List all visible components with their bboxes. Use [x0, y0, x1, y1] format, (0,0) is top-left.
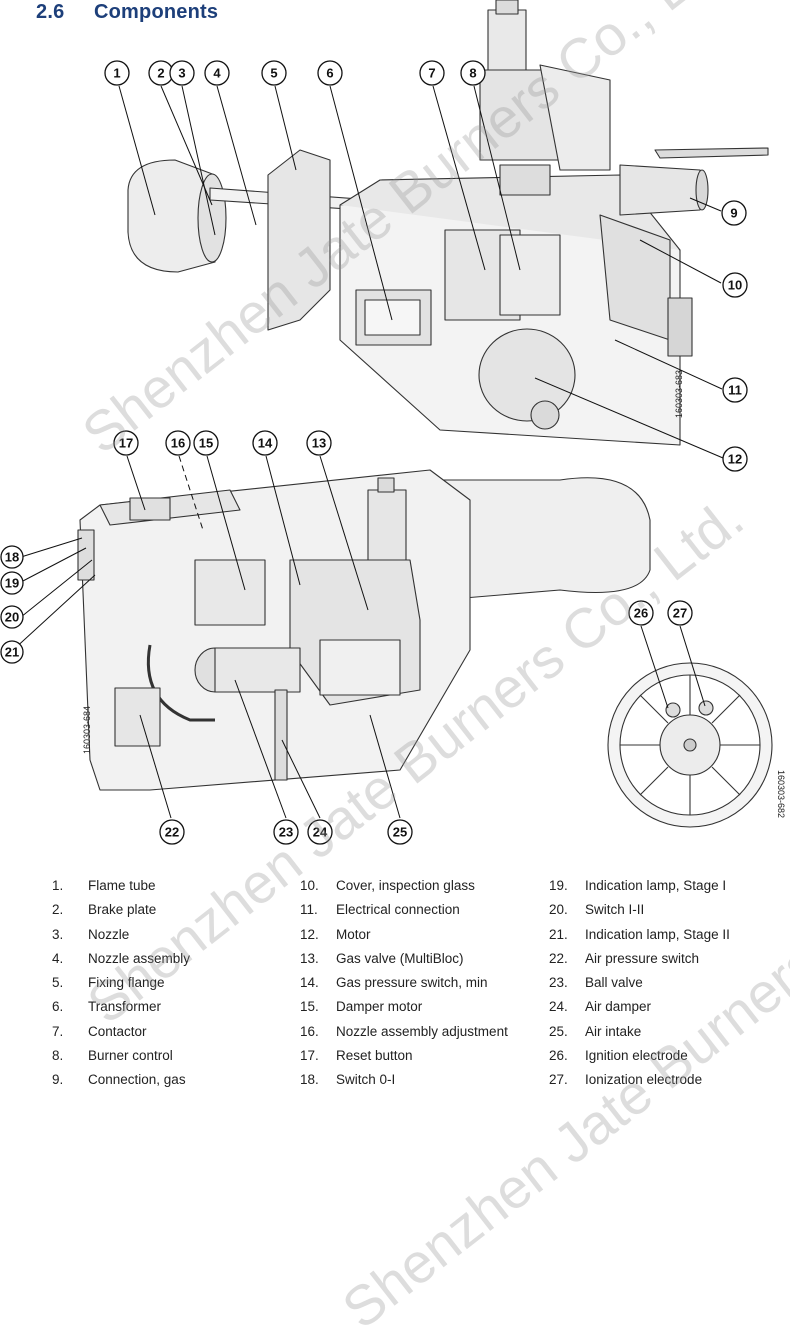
legend-item: 27.Ionization electrode [549, 1072, 703, 1088]
legend-item: 12.Motor [300, 926, 371, 942]
callout-12: 12 [722, 446, 748, 472]
svg-text:7: 7 [428, 66, 435, 81]
doc-id-top: 160303-683 [674, 370, 684, 418]
svg-text:14: 14 [258, 436, 273, 451]
callout-21: 21 [0, 640, 24, 664]
doc-id-front: 160303-682 [776, 770, 786, 818]
callout-7: 7 [419, 60, 445, 86]
svg-text:17: 17 [119, 436, 133, 451]
section-title: Components [94, 1, 219, 23]
legend-item: 5.Fixing flange [52, 975, 165, 991]
callout-10: 10 [722, 272, 748, 298]
callout-13: 13 [306, 430, 332, 456]
legend-item: 24.Air damper [549, 999, 652, 1015]
legend-item: 4.Nozzle assembly [52, 950, 191, 966]
callout-24: 24 [307, 819, 333, 845]
legend-item: 17.Reset button [300, 1048, 413, 1064]
svg-text:11: 11 [728, 383, 742, 398]
legend-item: 6.Transformer [52, 999, 162, 1015]
svg-text:27: 27 [673, 606, 687, 621]
svg-text:12: 12 [728, 452, 742, 467]
svg-text:22: 22 [165, 825, 179, 840]
svg-text:25: 25 [393, 825, 407, 840]
callout-11: 11 [722, 377, 748, 403]
callout-6: 6 [317, 60, 343, 86]
legend-item: 7.Contactor [52, 1023, 147, 1039]
legend-item: 2.Brake plate [52, 902, 157, 918]
legend-item: 11.Electrical connection [300, 902, 460, 918]
legend-item: 15.Damper motor [300, 999, 423, 1015]
legend-item: 1.Flame tube [52, 878, 156, 893]
bottom-burner-drawing [77, 469, 651, 791]
callout-23: 23 [273, 819, 299, 845]
callout-27: 27 [667, 600, 693, 626]
callout-14: 14 [252, 430, 278, 456]
callout-20: 20 [0, 605, 24, 629]
svg-text:5: 5 [270, 66, 277, 81]
svg-text:19: 19 [5, 576, 19, 591]
svg-text:16: 16 [171, 436, 185, 451]
svg-text:15: 15 [199, 436, 213, 451]
callout-9: 9 [721, 200, 747, 226]
burner-illustration: 1 2 3 4 5 6 7 8 9 10 11 12 13 14 15 16 1… [0, 0, 786, 845]
doc-id-bottom: 160303-684 [82, 706, 92, 754]
legend-item: 8.Burner control [52, 1048, 173, 1064]
legend-item: 21.Indication lamp, Stage II [549, 926, 730, 942]
svg-text:8: 8 [469, 66, 476, 81]
svg-text:20: 20 [5, 610, 19, 625]
svg-text:21: 21 [5, 645, 19, 660]
top-burner-drawing [127, 0, 769, 446]
svg-text:6: 6 [326, 66, 333, 81]
legend-item: 13.Gas valve (MultiBloc) [300, 950, 464, 966]
section-heading: 2.6 Components [36, 1, 218, 24]
svg-text:2: 2 [157, 66, 164, 81]
legend-item: 23.Ball valve [549, 975, 643, 991]
svg-text:10: 10 [728, 278, 742, 293]
callout-19: 19 [0, 571, 24, 595]
svg-text:24: 24 [313, 825, 328, 840]
svg-text:26: 26 [634, 606, 648, 621]
callout-3: 3 [169, 60, 195, 86]
svg-text:13: 13 [312, 436, 326, 451]
callout-15: 15 [193, 430, 219, 456]
callout-26: 26 [628, 600, 654, 626]
front-view-drawing [607, 662, 773, 828]
legend-column-2: 10.Cover, inspection glass 11.Electrical… [300, 874, 508, 1093]
callout-17: 17 [113, 430, 139, 456]
legend-item: 25.Air intake [549, 1023, 642, 1039]
callout-25: 25 [387, 819, 413, 845]
section-number: 2.6 [36, 1, 65, 23]
legend-item: 16.Nozzle assembly adjustment [300, 1023, 508, 1039]
legend-item: 10.Cover, inspection glass [300, 878, 475, 893]
svg-text:9: 9 [730, 206, 737, 221]
svg-text:4: 4 [213, 66, 221, 81]
callout-8: 8 [460, 60, 486, 86]
callout-16: 16 [165, 430, 191, 456]
svg-text:18: 18 [5, 550, 19, 565]
legend-item: 14.Gas pressure switch, min [300, 975, 488, 991]
callout-2: 2 [148, 60, 174, 86]
callout-1: 1 [104, 60, 130, 86]
callout-4: 4 [204, 60, 230, 86]
callout-markers: 1 2 3 4 5 6 7 8 9 10 11 12 13 14 15 16 1… [0, 60, 748, 845]
legend-item: 18.Switch 0-I [300, 1072, 396, 1088]
legend-column-1: 1.Flame tube 2.Brake plate 3.Nozzle 4.No… [52, 874, 190, 1093]
callout-18: 18 [0, 545, 24, 569]
callout-5: 5 [261, 60, 287, 86]
svg-text:1: 1 [113, 66, 120, 81]
callout-22: 22 [159, 819, 185, 845]
svg-text:3: 3 [178, 66, 185, 81]
legend-item: 3.Nozzle [52, 926, 130, 942]
svg-text:23: 23 [279, 825, 293, 840]
legend-column-3: 19.Indication lamp, Stage I 20.Switch I-… [549, 874, 730, 1093]
legend-item: 19.Indication lamp, Stage I [549, 878, 727, 893]
leader-lines [11, 85, 724, 819]
legend-item: 20.Switch I-II [549, 902, 645, 918]
legend-item: 22.Air pressure switch [549, 950, 700, 966]
legend-item: 9.Connection, gas [52, 1072, 186, 1088]
legend-item: 26.Ignition electrode [549, 1048, 688, 1064]
